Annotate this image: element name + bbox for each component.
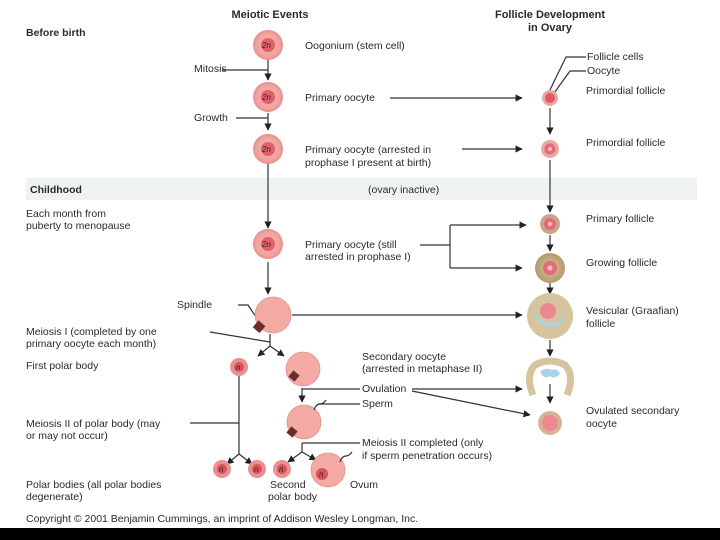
- meiosis1-leader: [209, 331, 271, 343]
- first-polar-body-cell: [230, 358, 248, 376]
- polar-body-1: [213, 460, 231, 478]
- primary-arrested-label-line2: prophase I present at birth): [305, 157, 432, 169]
- primordial-follicle-1: [542, 90, 558, 106]
- secondary-label-line1: Secondary oocyte: [362, 351, 447, 363]
- growing-follicle: [535, 253, 565, 283]
- ovulated-label-line2: oocyte: [586, 418, 617, 430]
- oogonium-label: Oogonium (stem cell): [305, 40, 405, 52]
- ploidy-label: 2n: [262, 240, 271, 249]
- primary-follicle-label: Primary follicle: [586, 213, 655, 225]
- primary-oocyte-still-arrested-cell: [253, 229, 283, 259]
- header-in-ovary: in Ovary: [527, 22, 573, 34]
- ploidy-label: n: [254, 465, 259, 474]
- ruptured-follicle: [526, 357, 574, 397]
- oogonium-cell: [253, 30, 283, 60]
- ovum-cell: [310, 451, 353, 488]
- meiosis2-polar-label-line2: or may not occur): [26, 430, 108, 442]
- second-polar-body-cell: [273, 460, 291, 478]
- growing-follicle-label: Growing follicle: [586, 257, 658, 269]
- meiosis2-polar-label-line1: Meiosis II of polar body (may: [26, 418, 161, 430]
- ploidy-label: n: [236, 363, 241, 372]
- ploidy-label: 2n: [262, 93, 271, 102]
- header-follicle-development: Follicle Development: [494, 9, 606, 21]
- secondary-oocyte-cell: [285, 351, 321, 387]
- ovulated-label-line1: Ovulated secondary: [586, 405, 680, 417]
- stage-childhood: Childhood: [30, 184, 82, 196]
- growth-label: Growth: [194, 112, 228, 124]
- meiosis1-label-line2: primary oocyte each month): [26, 338, 157, 350]
- ovulated-oocyte: [538, 411, 562, 435]
- meiosis2-done-label-line1: Meiosis II completed (only: [362, 437, 484, 449]
- stage-monthly-line2: puberty to menopause: [26, 220, 131, 232]
- second-polar-label-line2: polar body: [268, 491, 318, 503]
- primary-oocyte-arrested-cell: [253, 134, 283, 164]
- ploidy-label: n: [319, 470, 324, 479]
- vesicular-follicle-label-line2: follicle: [586, 318, 616, 330]
- fertilizing-oocyte-cell: [286, 399, 327, 440]
- second-polar-label-line1: Second: [270, 479, 306, 491]
- sperm-label: Sperm: [362, 398, 393, 410]
- meiosis1-label-line1: Meiosis I (completed by one: [26, 326, 157, 338]
- oocyte-label: Oocyte: [587, 65, 621, 77]
- header-meiotic-events: Meiotic Events: [231, 9, 309, 21]
- spindle-label: Spindle: [177, 299, 213, 311]
- stage-monthly-line1: Each month from: [26, 208, 106, 220]
- ovary-inactive-label: (ovary inactive): [368, 184, 440, 196]
- arrow-ovulation-oocyte: [411, 390, 531, 418]
- sperm-icon: [339, 451, 353, 463]
- bottom-border-bar: [0, 528, 720, 540]
- arrow-to-first-polar: [257, 345, 271, 357]
- arrow-to-secondary: [269, 345, 285, 357]
- first-polar-body-label: First polar body: [26, 360, 99, 372]
- vesicular-follicle: [527, 293, 573, 339]
- meiosis2-done-label-line2: if sperm penetration occurs): [362, 450, 493, 462]
- childhood-band: [26, 178, 697, 200]
- primary-still-label-line1: Primary oocyte (still: [305, 239, 397, 251]
- ploidy-label: n: [279, 465, 284, 474]
- primary-still-label-line2: arrested in prophase I): [305, 251, 411, 263]
- primordial-follicle-2: [541, 140, 559, 158]
- meiosis1-cell: [252, 296, 292, 334]
- ovulation-label: Ovulation: [362, 383, 407, 395]
- polar-body-2: [248, 460, 266, 478]
- polar-bodies-label-line2: degenerate): [26, 491, 83, 503]
- primary-oocyte-label: Primary oocyte: [305, 92, 376, 104]
- primordial-follicle-label-1: Primordial follicle: [586, 85, 666, 97]
- secondary-label-line2: (arrested in metaphase II): [362, 363, 483, 375]
- stage-before-birth: Before birth: [26, 27, 86, 39]
- ovum-label: Ovum: [350, 479, 379, 491]
- sperm-icon: [313, 399, 327, 411]
- primary-follicle: [540, 214, 560, 234]
- follicle-cells-label: Follicle cells: [587, 51, 644, 63]
- ploidy-label: 2n: [262, 41, 271, 50]
- mitosis-label: Mitosis: [194, 63, 227, 75]
- primordial-follicle-label-2: Primordial follicle: [586, 137, 666, 149]
- ploidy-label: 2n: [262, 145, 271, 154]
- copyright-text: Copyright © 2001 Benjamin Cummings, an i…: [26, 513, 419, 525]
- polar-bodies-label-line1: Polar bodies (all polar bodies: [26, 479, 162, 491]
- vesicular-follicle-label-line1: Vesicular (Graafian): [586, 305, 679, 317]
- follicle-cells-leader: [547, 56, 586, 95]
- primary-arrested-label-line1: Primary oocyte (arrested in: [305, 144, 432, 156]
- oocyte-leader: [551, 70, 586, 97]
- ploidy-label: n: [219, 465, 224, 474]
- primary-oocyte-cell: [253, 82, 283, 112]
